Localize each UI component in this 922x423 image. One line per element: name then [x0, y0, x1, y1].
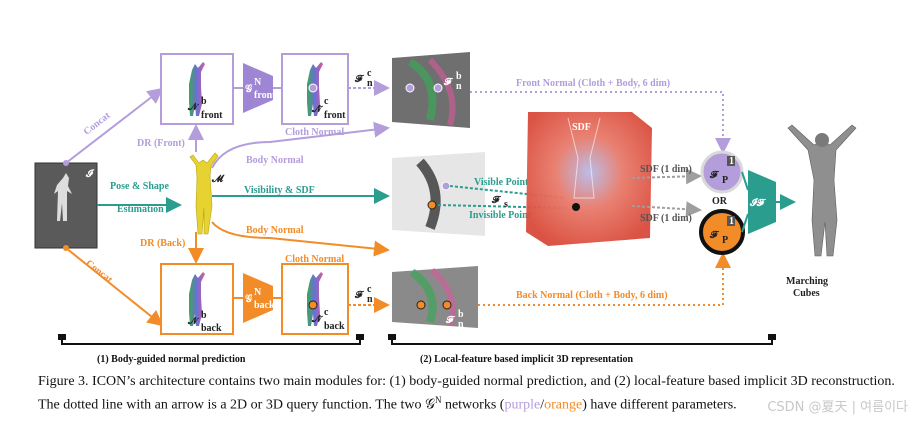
n-back-c-sub: back [324, 321, 345, 332]
g-front-network [243, 63, 273, 113]
n-back-b: 𝒩 [187, 316, 200, 327]
cloth-normal-bottom-label: Cloth Normal [285, 254, 344, 265]
dr-front-label: DR (Front) [137, 138, 185, 149]
body-normal-bottom-label: Body Normal [246, 225, 304, 236]
caption-orange: orange [544, 397, 583, 413]
caption-sup: N [434, 395, 442, 405]
caption-part3: ) have different parameters. [582, 397, 737, 413]
input-image: 𝓘 [34, 162, 98, 249]
fp-bottom-sub: P [722, 235, 728, 246]
fn-c-bottom-sub: n [367, 294, 373, 305]
fp-top: 𝓕 [709, 169, 720, 181]
fp-bottom: 𝓕 [709, 229, 720, 241]
back-branch: 𝒩 b back 𝒢 N back 𝒩̂ c back Cloth Normal [160, 254, 349, 335]
sdf-label: SDF [572, 122, 591, 133]
fn-b-bottom: 𝓕 [445, 314, 456, 326]
body-normal-top-label: Body Normal [246, 155, 304, 166]
n-back-c-sup: c [324, 307, 329, 318]
module2-label: (2) Local-feature based implicit 3D repr… [420, 354, 633, 365]
g-back-sub: back [254, 300, 275, 311]
fn-b-top-sup: b [456, 71, 462, 82]
n-front-b-sup: b [201, 96, 207, 107]
fn-c-top-sup: c [367, 68, 372, 79]
smpl-symbol: 𝓜 [211, 174, 225, 185]
n-front-b: 𝒩 [187, 102, 200, 113]
pose-shape-label: Pose & Shape [110, 181, 169, 192]
caption-purple: purple [504, 397, 541, 413]
module-brackets [58, 334, 776, 345]
caption-part2: networks ( [441, 397, 505, 413]
fp-top-badge: 1 [729, 156, 734, 167]
n-back-b-sup: b [201, 310, 207, 321]
fn-c-bottom: 𝓕 [354, 289, 365, 301]
fn-c-top-sub: n [367, 78, 373, 89]
invisible-point-label: Invisible Point [469, 210, 532, 221]
sdf-volume [526, 112, 652, 246]
n-front-c-sub: front [324, 110, 346, 121]
fp-top-node: 1 𝓕 P [700, 150, 744, 194]
cubes-label: Cubes [793, 288, 820, 299]
fn-b-bottom-sub: n [458, 319, 464, 330]
sdf-1dim-bottom-label: SDF (1 dim) [640, 213, 692, 224]
if-label: 𝓘𝓕 [749, 197, 767, 209]
concat-bottom-label: Concat [83, 258, 114, 286]
n-front-c: 𝒩̂ [311, 104, 324, 115]
front-feature-plane [392, 52, 470, 128]
caption-part1: Figure 3. ICON’s architecture contains t… [38, 374, 895, 413]
fp-bottom-badge: 1 [729, 216, 734, 227]
g-front-sup: N [254, 77, 262, 88]
visibility-plane [392, 152, 485, 236]
figure-caption: Figure 3. ICON’s architecture contains t… [38, 372, 898, 415]
back-feature-plane [392, 266, 478, 328]
module1-label: (1) Body-guided normal prediction [97, 354, 246, 365]
concat-top-label: Concat [82, 110, 113, 138]
g-back: 𝒢 [245, 293, 253, 305]
caption-slash: / [540, 397, 545, 413]
g-front-sub: front [254, 90, 276, 101]
watermark: CSDN @夏天 | 여름이다 [767, 400, 908, 415]
g-back-sup: N [254, 287, 262, 298]
fp-bottom-node: 1 𝓕 P [699, 209, 745, 255]
visibility-sdf-label: Visibility & SDF [244, 185, 315, 196]
sdf-1dim-top-label: SDF (1 dim) [640, 164, 692, 175]
fs-sub: s [504, 199, 508, 210]
marching-label: Marching [786, 276, 828, 287]
visible-point-label: Visible Point [474, 177, 529, 188]
fn-c-bottom-sup: c [367, 284, 372, 295]
smpl-body [189, 152, 219, 235]
n-front-c-sup: c [324, 96, 329, 107]
input-symbol: 𝓘 [85, 168, 95, 180]
fn-b-top: 𝓕 [443, 76, 454, 88]
or-label: OR [712, 196, 728, 207]
g-back-network [243, 273, 273, 323]
n-front-b-sub: front [201, 110, 223, 121]
output-mesh [787, 124, 857, 257]
dr-back-label: DR (Back) [140, 238, 185, 249]
fn-c-top: 𝓕 [354, 73, 365, 85]
concat-lines [63, 87, 182, 327]
fn-b-bottom-sup: b [458, 309, 464, 320]
fs-symbol: 𝓕 [491, 194, 502, 206]
fp-top-sub: P [722, 175, 728, 186]
n-back-b-sub: back [201, 323, 222, 334]
front-normal-label: Front Normal (Cloth + Body, 6 dim) [516, 78, 670, 89]
estimation-label: Estimation [117, 204, 164, 215]
implicit-function-block [748, 170, 776, 234]
g-front: 𝒢 [245, 83, 253, 95]
front-branch: 𝒩 b front 𝒢 N front 𝒩̂ c front Cloth Nor… [160, 53, 349, 138]
back-normal-label: Back Normal (Cloth + Body, 6 dim) [516, 290, 668, 301]
n-back-c: 𝒩̂ [311, 314, 324, 325]
cloth-normal-top-label: Cloth Normal [285, 127, 344, 138]
fn-b-top-sub: n [456, 81, 462, 92]
